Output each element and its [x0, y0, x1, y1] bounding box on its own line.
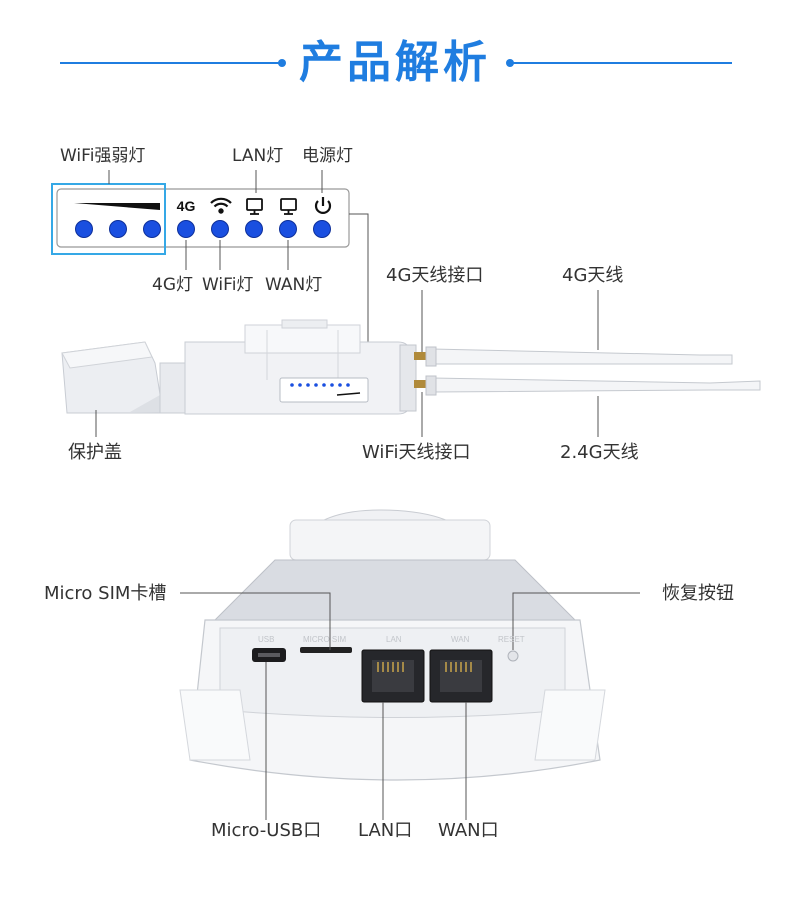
label-4g-led: 4G灯: [152, 275, 193, 295]
led-wifi: [211, 220, 229, 238]
led-4g: [177, 220, 195, 238]
label-wifi-antenna-port: WiFi天线接口: [362, 442, 471, 463]
label-micro-sim-slot: Micro SIM卡槽: [44, 583, 167, 604]
bottom-leader-lines: [180, 592, 640, 820]
port-label-lan: LAN: [386, 635, 402, 644]
port-label-sim: MICRO SIM: [303, 635, 346, 644]
header-right-dot: [506, 59, 514, 67]
power-icon: [314, 197, 332, 214]
label-power-led: 电源灯: [302, 146, 353, 166]
label-lan-port: LAN口: [358, 820, 413, 841]
wan-monitor-icon: [280, 198, 297, 215]
wifi-strength-led-3: [143, 220, 161, 238]
device-body-top: [159, 319, 417, 415]
header-left-line: [60, 62, 280, 64]
wifi-strength-led-2: [109, 220, 127, 238]
led-power: [313, 220, 331, 238]
label-24g-antenna: 2.4G天线: [560, 442, 639, 463]
page-title: 产品解析: [299, 37, 491, 88]
label-wan-port: WAN口: [438, 820, 499, 841]
led-dots: [75, 220, 331, 238]
label-reset-button: 恢复按钮: [662, 583, 734, 604]
lan-monitor-icon: [246, 198, 263, 215]
micro-sim-slot: [300, 647, 352, 653]
led-panel: [56, 188, 350, 248]
label-wifi-led: WiFi灯: [202, 275, 254, 295]
device-body-bottom: [179, 509, 606, 781]
signal-bar-icon: [74, 203, 160, 210]
label-wan-led: WAN灯: [265, 275, 323, 295]
led-wan: [279, 220, 297, 238]
label-wifi-strength: WiFi强弱灯: [60, 146, 146, 166]
wifi-strength-led-1: [75, 220, 93, 238]
label-lan-led: LAN灯: [232, 146, 284, 166]
label-4g-antenna: 4G天线: [562, 265, 624, 286]
port-label-reset: RESET: [498, 635, 525, 644]
port-label-wan: WAN: [451, 635, 470, 644]
port-label-usb: USB: [258, 635, 274, 644]
led-leader-lines: [108, 170, 369, 370]
header-right-line: [512, 62, 732, 64]
header-left-dot: [278, 59, 286, 67]
top-leader-lines: [95, 290, 599, 437]
label-micro-usb: Micro-USB口: [211, 820, 322, 841]
led-lan: [245, 220, 263, 238]
reset-button-hole: [507, 650, 519, 662]
wifi-icon: [210, 197, 232, 214]
led-4g-text: 4G: [177, 198, 196, 214]
label-protective-cover: 保护盖: [68, 442, 122, 463]
label-4g-antenna-port: 4G天线接口: [386, 265, 484, 286]
antennas: [414, 346, 761, 396]
